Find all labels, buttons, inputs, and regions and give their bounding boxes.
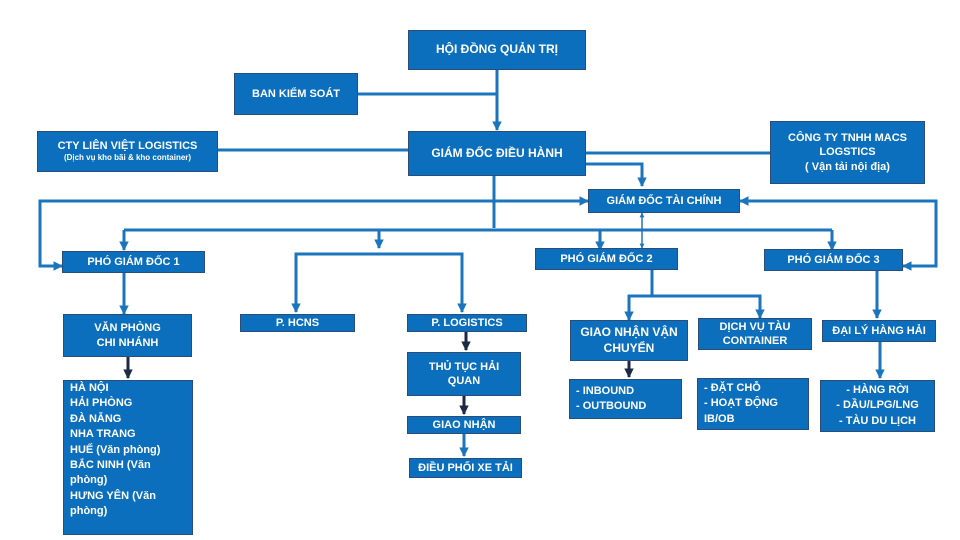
node-label: P. LOGISTICS [431,316,503,329]
node-giao-nhan: GIAO NHẬN [407,416,521,434]
node-line3: ( Vận tải nội địa) [805,160,890,173]
node-line2: CONTAINER [722,335,788,347]
list-item: BẮC NINH (Văn phòng) [70,458,151,487]
node-p-logistics: P. LOGISTICS [407,314,527,332]
node-line2: CHUYỂN [603,340,655,355]
list-item: - HOẠT ĐỘNG IB/OB [704,397,778,425]
node-label: PHÓ GIÁM ĐỐC 2 [560,252,653,265]
node-label: GIÁM ĐỐC ĐIỀU HÀNH [431,145,563,160]
list-item: - TÀU DU LỊCH [839,414,916,427]
line-hcns-logistics [291,252,467,313]
node-label: PHÓ GIÁM ĐỐC 1 [87,255,180,268]
node-label: HỘI ĐỒNG QUẢN TRỊ [436,42,558,57]
node-macs-logistics: CÔNG TY TNHH MACS LOGSTICS ( Vận tải nội… [770,121,925,184]
node-line1: DỊCH VỤ TÀU [719,320,791,333]
node-hoi-dong-quan-tri: HỘI ĐỒNG QUẢN TRỊ [408,30,586,70]
node-giam-doc-dieu-hanh: GIÁM ĐỐC ĐIỀU HÀNH [408,131,586,176]
list-item: NHA TRANG [70,428,136,441]
node-label: ĐẠI LÝ HÀNG HẢI [832,324,926,337]
list-dlhh: - HÀNG RỜI - DẦU/LPG/LNG - TÀU DU LỊCH [820,380,935,432]
list-gnvc: - INBOUND - OUTBOUND [569,379,682,419]
node-pho-giam-doc-1: PHÓ GIÁM ĐỐC 1 [62,251,205,273]
list-item: - HÀNG RỜI [846,383,909,396]
node-dai-ly-hang-hai: ĐẠI LÝ HÀNG HẢI [822,320,936,342]
node-line1: THỦ TỤC HẢI [428,360,500,373]
node-line1: GIAO NHẬN VẬN [580,324,678,339]
node-subtitle: (Dịch vụ kho bãi & kho container) [63,153,192,163]
node-p-hcns: P. HCNS [240,314,355,332]
list-dvtc: - ĐẶT CHỖ - HOẠT ĐỘNG IB/OB [697,378,809,430]
node-dieu-phoi-xe-tai: ĐIỀU PHỐI XE TẢI [409,458,522,478]
list-branches: HÀ NỘI HẢI PHÒNG ĐÀ NẴNG NHA TRANG HUẾ (… [63,380,193,535]
node-van-phong-chi-nhanh: VĂN PHÒNG CHI NHÁNH [63,314,192,357]
list-item: ĐÀ NẴNG [70,412,122,425]
node-ban-kiem-soat: BAN KIỂM SOÁT [234,73,358,115]
node-dich-vu-tau-container: DỊCH VỤ TÀU CONTAINER [698,318,812,350]
node-label: GIAO NHẬN [432,418,496,431]
node-line2: QUAN [447,375,481,387]
node-label: ĐIỀU PHỐI XE TẢI [418,461,513,474]
node-label: P. HCNS [275,316,320,329]
node-giam-doc-tai-chinh: GIÁM ĐỐC TÀI CHÍNH [588,189,740,213]
node-line1: VĂN PHÒNG [94,322,161,335]
line-pgd2-children [627,270,762,318]
node-pho-giam-doc-3: PHÓ GIÁM ĐỐC 3 [764,249,903,271]
node-label: PHÓ GIÁM ĐỐC 3 [787,253,880,266]
node-line2: LOGSTICS [819,146,876,159]
list-item: HÀ NỘI [70,382,109,394]
node-line2: CHI NHÁNH [96,336,159,349]
list-item: HẢI PHÒNG [70,397,133,410]
line-gddh-gdtc [586,162,647,187]
node-giao-nhan-van-chuyen: GIAO NHẬN VẬN CHUYỂN [570,320,688,361]
line-loop-left [38,196,589,271]
list-item: - INBOUND [576,384,635,397]
list-item: HUẾ (Văn phòng) [70,443,161,456]
node-label: BAN KIỂM SOÁT [252,87,340,100]
node-pho-giam-doc-2: PHÓ GIÁM ĐỐC 2 [535,248,678,270]
list-item: - DẦU/LPG/LNG [836,399,919,412]
list-item: HƯNG YÊN (Văn phòng) [70,489,156,518]
list-item: - ĐẶT CHỖ [704,381,761,394]
node-thu-tuc-hai-quan: THỦ TỤC HẢI QUAN [407,352,521,396]
node-cty-lien-viet: CTY LIÊN VIỆT LOGISTICS (Dịch vụ kho bãi… [37,131,218,172]
list-item: - OUTBOUND [576,400,647,412]
node-label: GIÁM ĐỐC TÀI CHÍNH [606,194,722,207]
node-title: CTY LIÊN VIỆT LOGISTICS [57,140,198,153]
line-loop-right [739,196,938,271]
node-line1: CÔNG TY TNHH MACS [788,132,907,145]
